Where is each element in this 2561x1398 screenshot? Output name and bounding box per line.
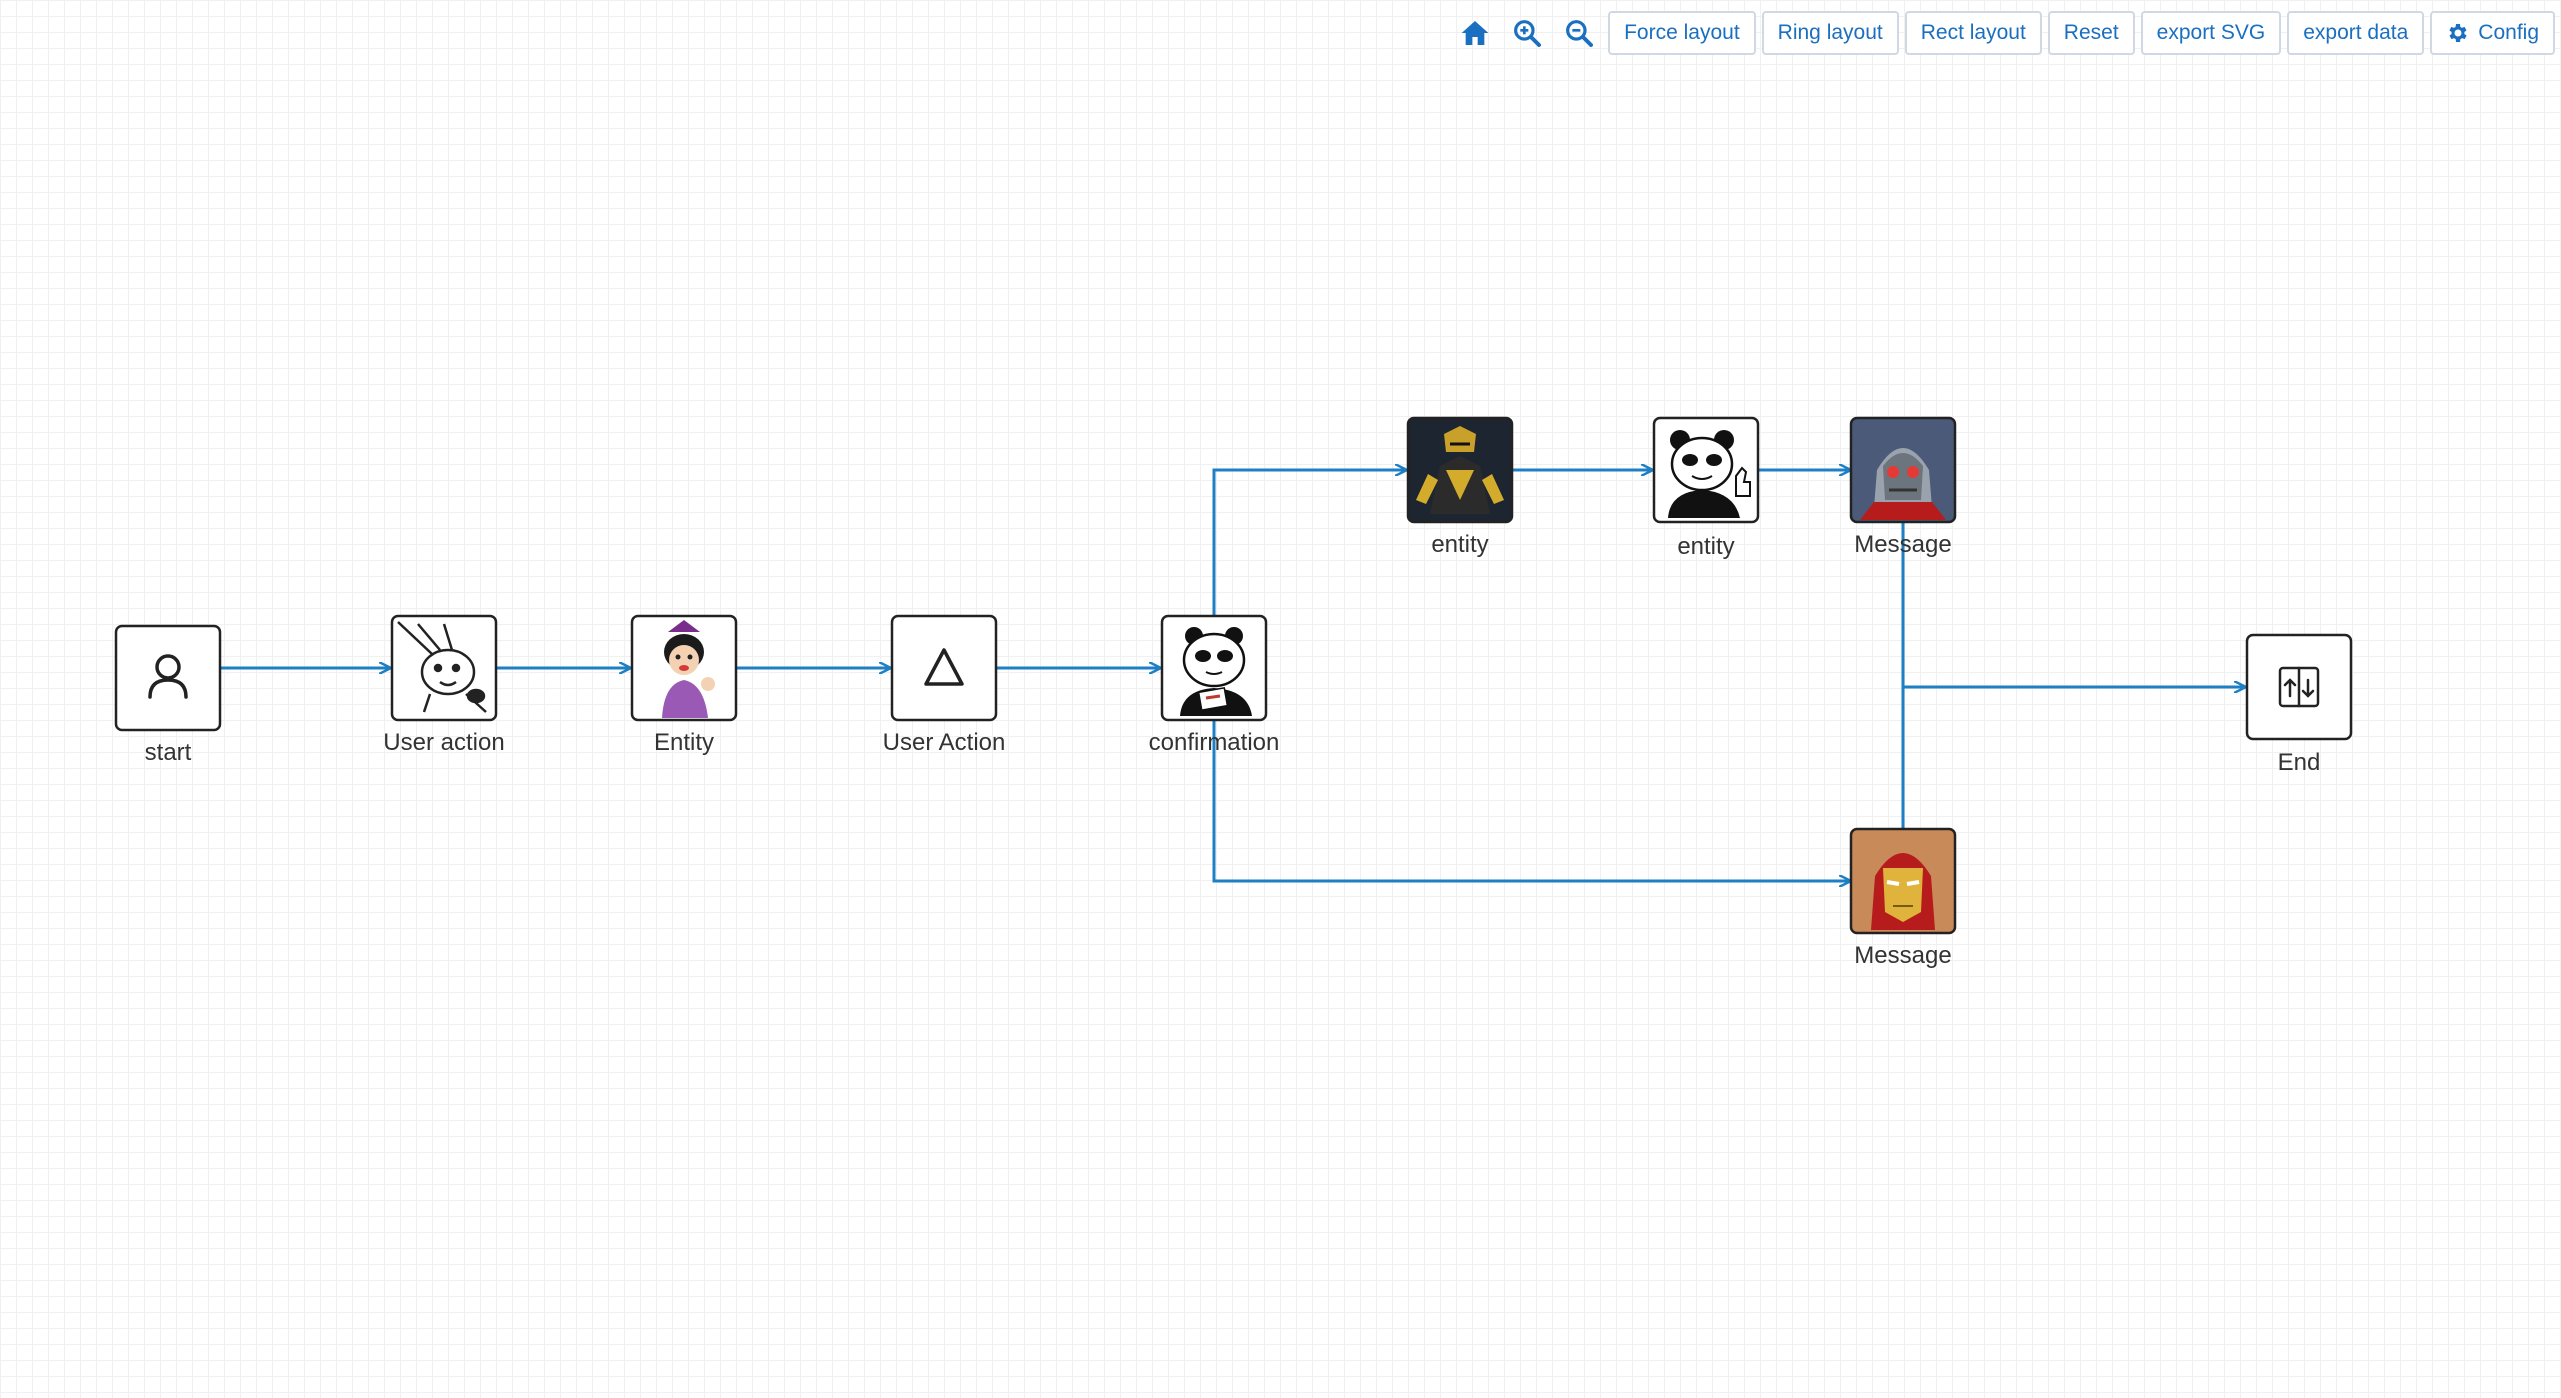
node-entity-1[interactable]: Entity [630, 614, 738, 756]
panda-thumbs-up-sticker-image [1668, 430, 1751, 518]
node-label: End [2278, 749, 2321, 776]
node-entity-2[interactable]: entity [1406, 416, 1514, 558]
edges [220, 470, 2245, 881]
rect-layout-button[interactable]: Rect layout [1904, 11, 2042, 55]
config-label: Config [2478, 21, 2539, 44]
toolbar: Force layout Ring layout Rect layout Res… [1452, 10, 2555, 56]
edge-confirmation-to-entity-2 [1212, 470, 1406, 617]
node-end[interactable]: End [2245, 633, 2353, 776]
force-layout-button[interactable]: Force layout [1608, 11, 1756, 55]
node-message-2[interactable]: Message [1849, 827, 1957, 969]
node-label: Message [1854, 531, 1951, 558]
gold-armor-hero-image [1416, 426, 1504, 514]
zoom-in-icon[interactable] [1504, 10, 1550, 56]
gear-icon [2446, 21, 2470, 45]
home-icon[interactable] [1452, 10, 1498, 56]
export-svg-button[interactable]: export SVG [2140, 11, 2282, 55]
edge-message-1-to-end [1901, 522, 2245, 687]
node-label: Entity [654, 729, 714, 756]
node-start[interactable]: start [114, 624, 222, 766]
node-message-1[interactable]: Message [1849, 416, 1957, 558]
edge-confirmation-to-message-2 [1212, 720, 1850, 881]
girl-sticker-image [662, 620, 715, 718]
node-user-action-2[interactable]: User Action [883, 614, 1006, 756]
node-confirmation[interactable]: confirmation [1149, 614, 1280, 756]
split-arrows-icon [2278, 666, 2320, 708]
rabbit-sticker-image [397, 621, 487, 713]
export-data-button[interactable]: export data [2287, 11, 2425, 55]
reset-button[interactable]: Reset [2047, 11, 2135, 55]
triangle-icon [924, 648, 964, 686]
user-icon [148, 654, 188, 699]
masked-hero-image [1860, 448, 1946, 520]
panda-sign-sticker-image [1180, 627, 1252, 716]
ring-layout-button[interactable]: Ring layout [1761, 11, 1899, 55]
red-gold-armor-hero-image [1871, 853, 1935, 930]
node-label: entity [1677, 533, 1734, 560]
node-label: User action [383, 729, 504, 756]
node-user-action-1[interactable]: User action [383, 614, 505, 756]
node-entity-3[interactable]: entity [1652, 416, 1760, 560]
node-label: confirmation [1149, 729, 1280, 756]
zoom-out-icon[interactable] [1556, 10, 1602, 56]
node-label: Message [1854, 942, 1951, 969]
node-label: User Action [883, 729, 1006, 756]
config-button[interactable]: Config [2430, 11, 2555, 55]
node-label: start [145, 739, 192, 766]
node-label: entity [1431, 531, 1488, 558]
